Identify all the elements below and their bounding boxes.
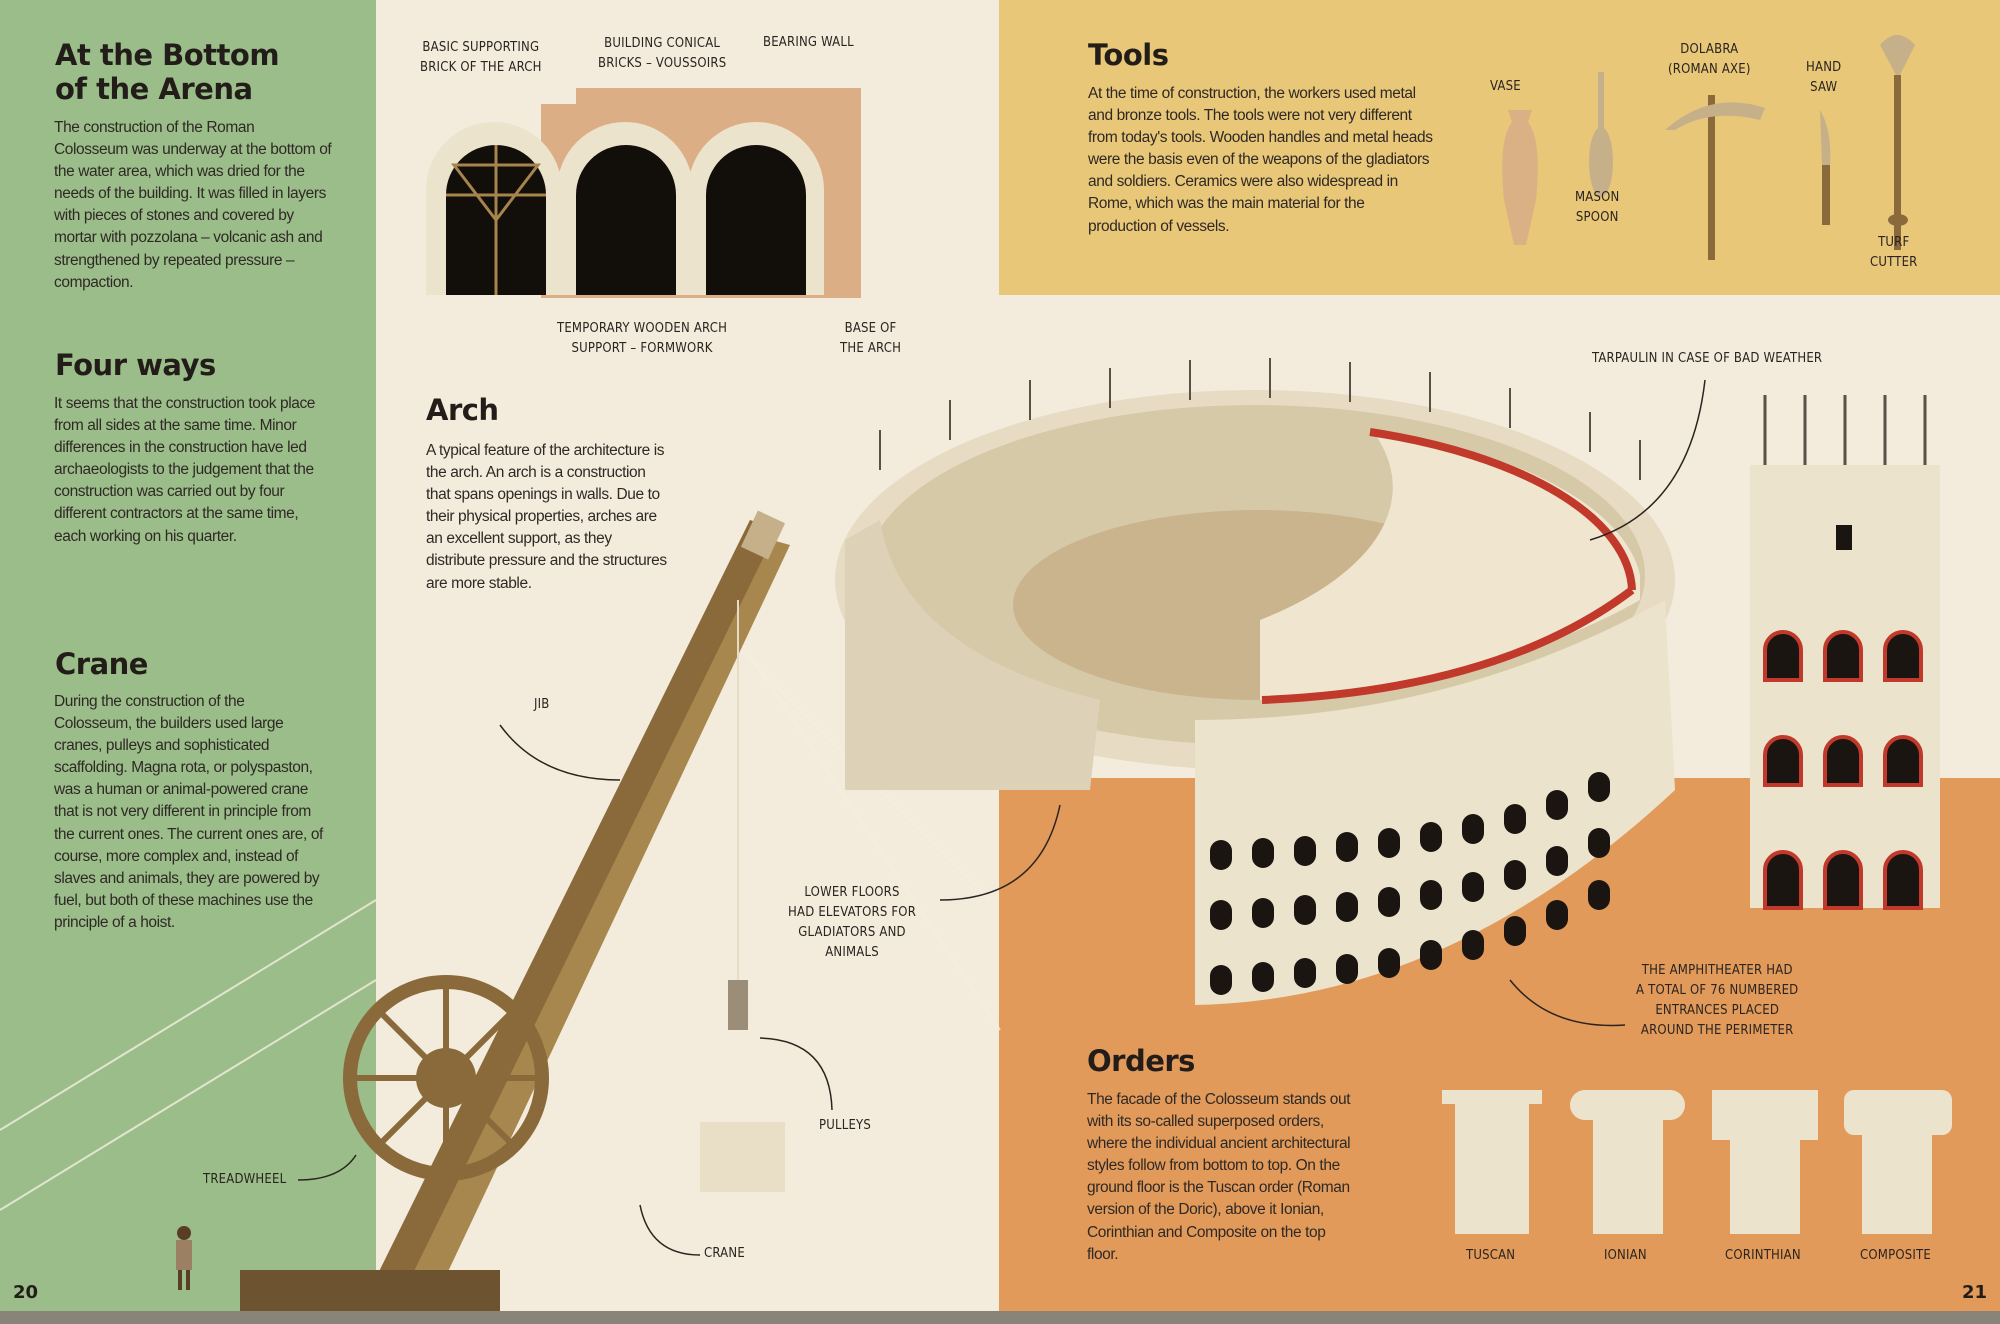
tools-title: Tools — [1088, 38, 1169, 72]
page-number-left: 20 — [13, 1282, 39, 1303]
crane-title: Crane — [55, 647, 148, 681]
label-tarpaulin: Tarpaulin in case of bad weather — [1592, 351, 1823, 366]
tool-dolabra-label: Dolabra (Roman axe) — [1668, 42, 1751, 77]
column-label-tuscan: Tuscan — [1466, 1248, 1516, 1263]
arch-text: A typical feature of the architecture is… — [426, 442, 667, 592]
label-treadwheel: Treadwheel — [203, 1172, 287, 1187]
label-arch-base: Base of the arch — [840, 321, 902, 356]
page-number-right: 21 — [1962, 1282, 1988, 1303]
label-formwork: Temporary wooden arch support – formwork — [557, 321, 728, 356]
tool-mason-spoon-label: Mason spoon — [1575, 190, 1620, 225]
orders-text: The facade of the Colosseum stands out w… — [1087, 1091, 1351, 1263]
label-bearing-wall: Bearing wall — [763, 35, 854, 50]
column-label-composite: Composite — [1860, 1248, 1931, 1263]
bottom-arena-text: The construction of the Roman Colosseum … — [54, 119, 332, 291]
tool-hand-saw-label: Hand saw — [1806, 60, 1842, 95]
label-crane: Crane — [704, 1246, 745, 1261]
tool-vase-label: Vase — [1490, 79, 1521, 94]
worker-figure — [176, 1226, 192, 1290]
four-ways-title: Four ways — [55, 348, 216, 382]
orders-title: Orders — [1087, 1044, 1195, 1078]
arch-title: Arch — [426, 393, 499, 427]
page-bottom-edge — [0, 1311, 2000, 1324]
label-jib: Jib — [534, 697, 550, 712]
tool-turf-cutter-label: Turf cutter — [1870, 235, 1918, 270]
label-voussoirs: Building conical bricks – voussoirs — [598, 36, 727, 71]
tools-illustration — [1502, 35, 1915, 260]
tools-panel — [999, 0, 2000, 295]
tools-text: At the time of construction, the workers… — [1088, 85, 1433, 235]
label-entrances: The amphitheater had a total of 76 numbe… — [1636, 963, 1799, 1038]
label-pulleys: Pulleys — [819, 1118, 871, 1133]
label-lower-floors: Lower floors had elevators for gladiator… — [788, 885, 917, 960]
bottom-arena-title: At the Bottom of the Arena — [55, 38, 280, 106]
column-label-corinthian: Corinthian — [1725, 1248, 1801, 1263]
four-ways-text: It seems that the construction took plac… — [54, 395, 316, 545]
arch-illustration — [426, 88, 861, 298]
column-orders-illustration — [1442, 1090, 1952, 1234]
crane-text: During the construction of the Colosseum… — [54, 693, 323, 931]
column-label-ionian: Ionian — [1604, 1248, 1647, 1263]
label-basic-brick: Basic supporting brick of the arch — [420, 40, 542, 75]
